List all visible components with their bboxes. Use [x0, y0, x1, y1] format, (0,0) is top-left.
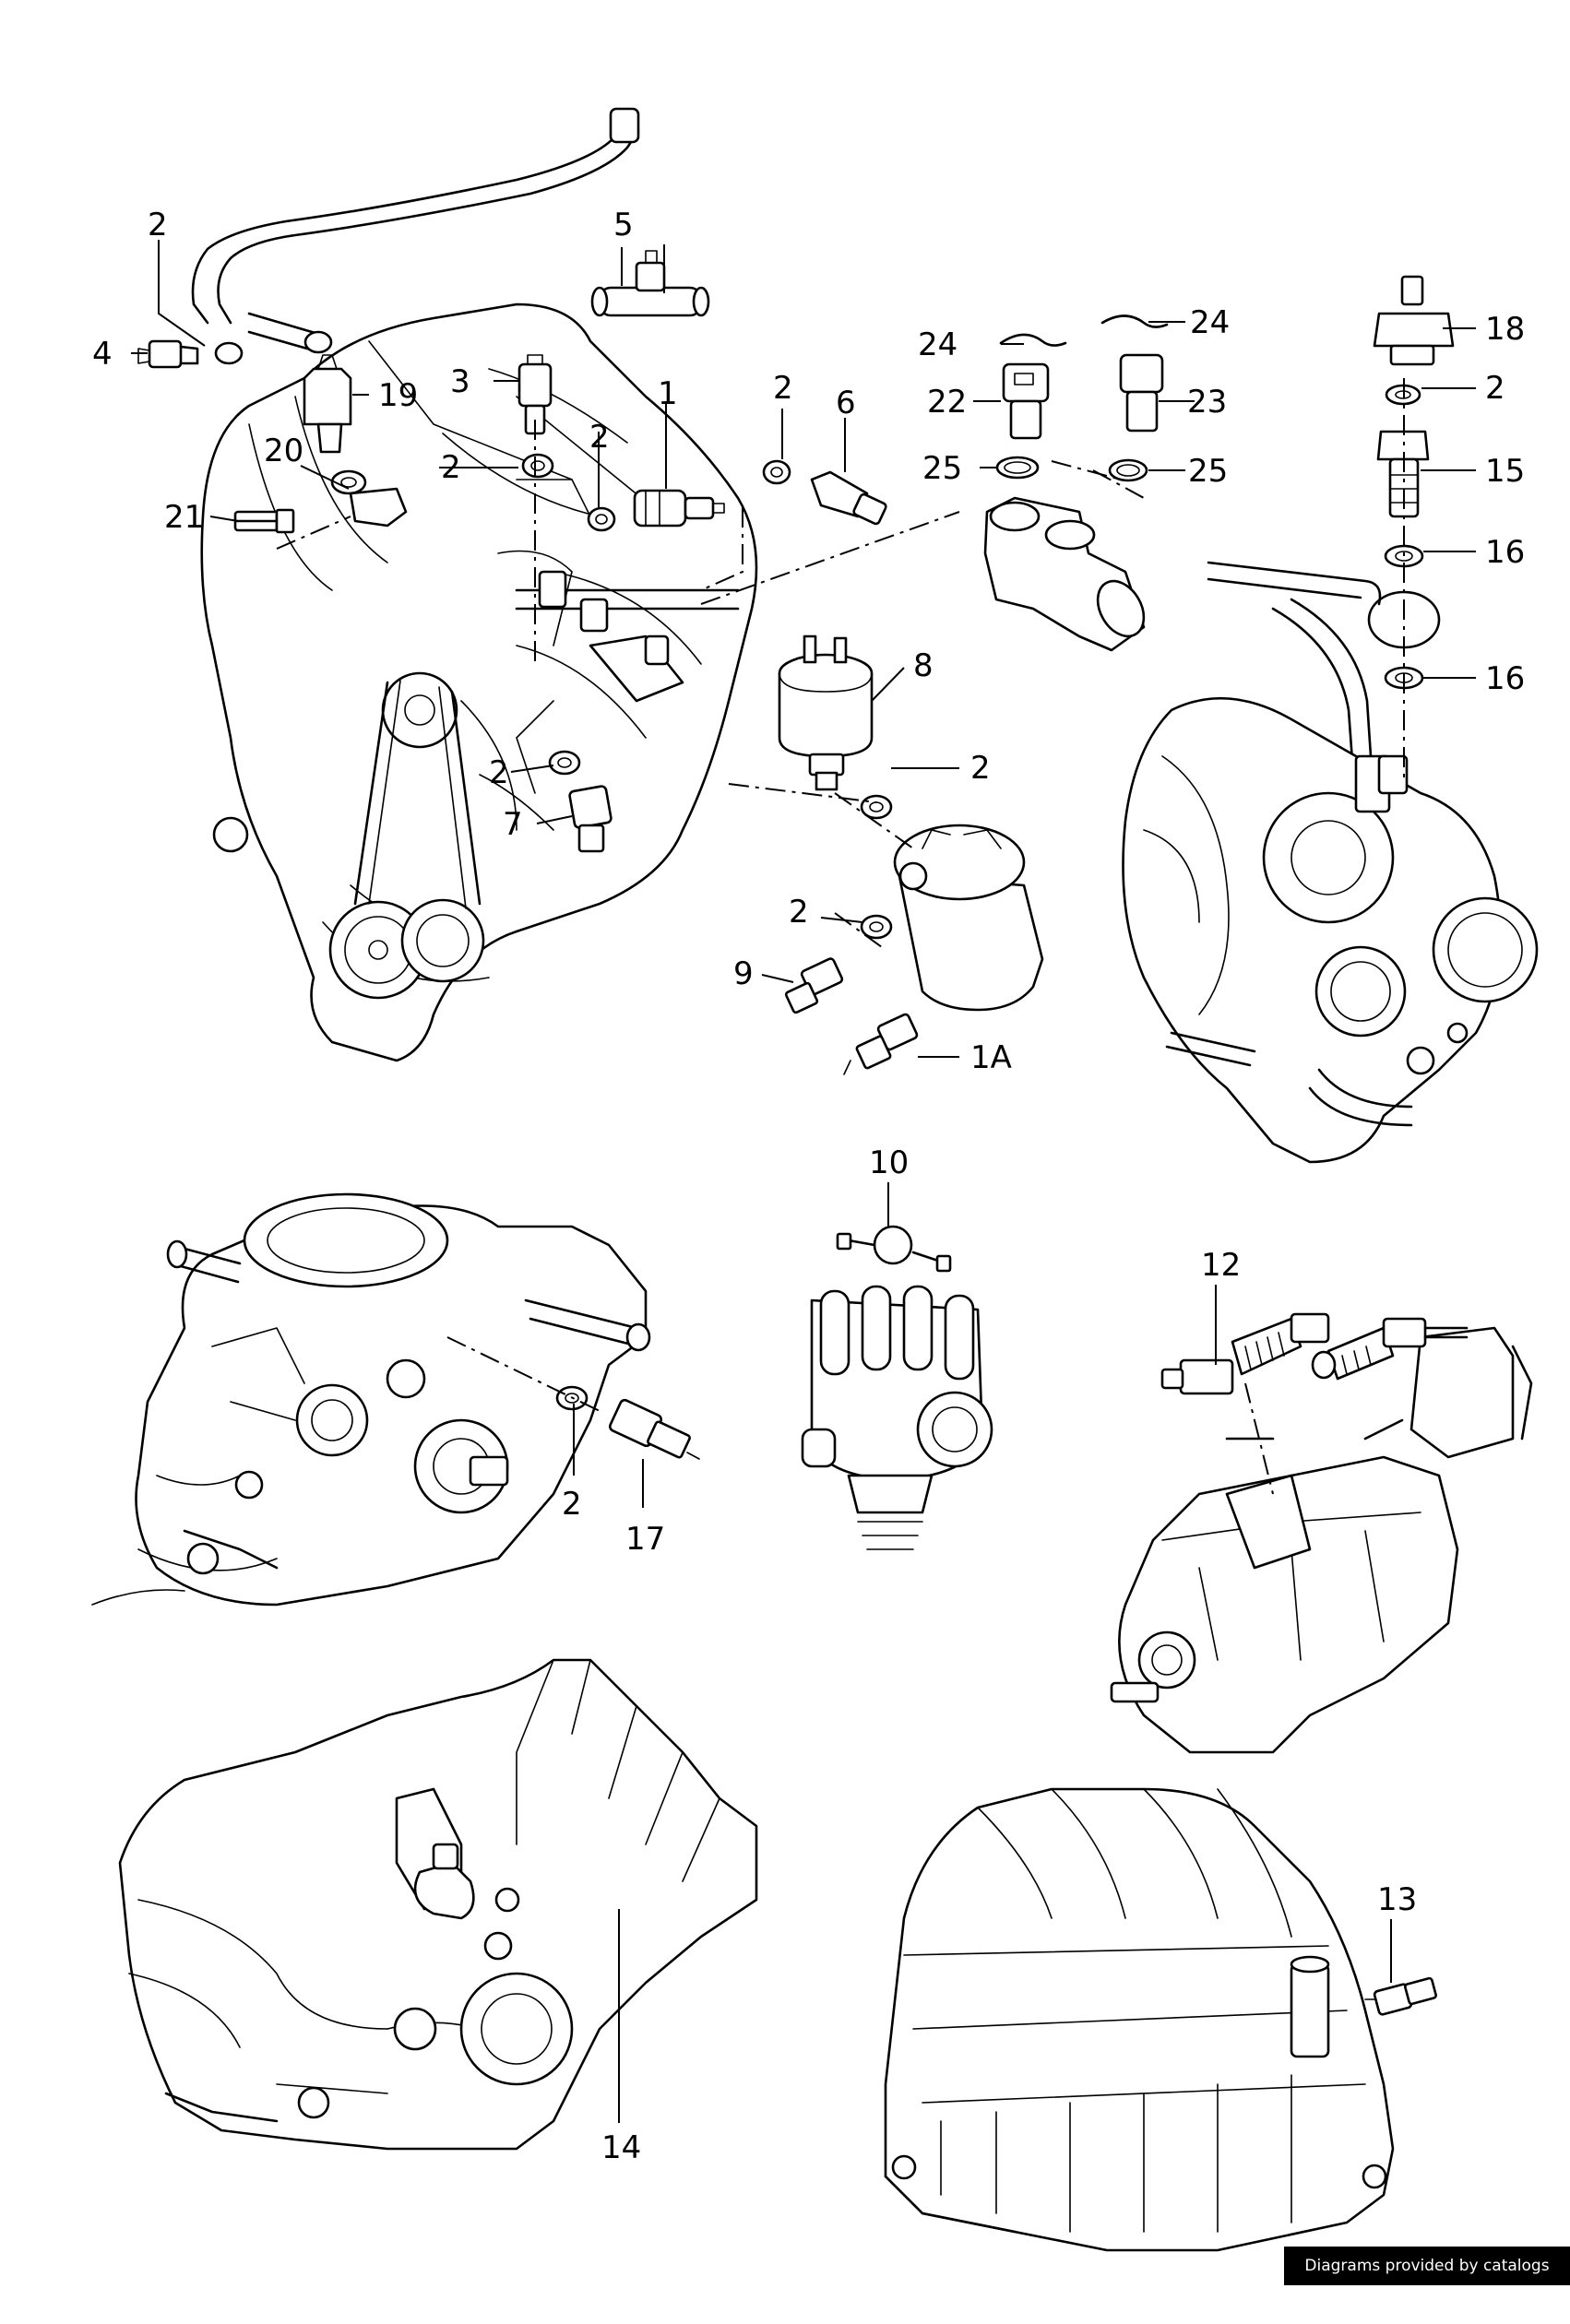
sensor-on-gearbox [413, 1843, 475, 1920]
callout-22: 22 [927, 384, 967, 421]
sensor-18 [1373, 275, 1455, 366]
washer-2-3 [521, 453, 554, 479]
callout-14: 14 [601, 2129, 641, 2166]
sensor-7 [568, 785, 613, 853]
callout-21: 21 [164, 499, 204, 536]
callout-4: 4 [92, 336, 113, 373]
callout-1a: 1A [970, 1039, 1012, 1076]
o-ring-25-left [995, 456, 1040, 480]
callout-2: 2 [773, 370, 793, 407]
callout-16: 16 [1485, 534, 1525, 571]
callout-3: 3 [450, 363, 470, 400]
sender-22 [1002, 362, 1050, 440]
turbocharger [1122, 696, 1539, 1164]
washer-2-8 [860, 794, 893, 820]
callout-2: 2 [489, 754, 509, 791]
switch-1a [843, 1013, 919, 1075]
callout-2: 2 [441, 449, 461, 486]
switch-9 [784, 957, 844, 1014]
callout-2: 2 [589, 419, 610, 456]
callout-16: 16 [1485, 660, 1525, 697]
callout-24: 24 [918, 326, 957, 363]
callout-9: 9 [733, 955, 754, 992]
injection-pump [1110, 1326, 1533, 1754]
sensor-1 [633, 489, 725, 528]
solenoid-12 [1160, 1312, 1330, 1395]
solenoid-12-second [1311, 1317, 1469, 1381]
bolt-21 [233, 508, 295, 534]
callout-17: 17 [625, 1521, 665, 1558]
callout-20: 20 [264, 433, 303, 469]
sender-8 [778, 634, 874, 791]
callout-15: 15 [1485, 453, 1525, 490]
sensor-19 [303, 354, 352, 454]
coolant-pipe [191, 107, 640, 354]
washer-2-mid [587, 506, 616, 532]
callout-7: 7 [503, 806, 523, 843]
callout-2: 2 [562, 1486, 582, 1523]
throttle-body [91, 1192, 651, 1607]
callout-19: 19 [378, 377, 418, 414]
sensor-6 [810, 470, 887, 526]
callout-25: 25 [1188, 453, 1228, 490]
callout-10: 10 [869, 1144, 909, 1181]
oil-filter [893, 824, 1044, 1012]
callout-12: 12 [1201, 1247, 1241, 1284]
callout-1: 1 [658, 375, 678, 412]
callout-13: 13 [1377, 1881, 1417, 1918]
washer-2-7 [548, 750, 581, 776]
callout-5: 5 [613, 207, 634, 243]
callout-2: 2 [1485, 370, 1505, 407]
callout-2: 2 [970, 750, 991, 787]
washer-2-6 [762, 459, 791, 485]
temperature-sender-4 [137, 339, 244, 369]
engine-block [200, 302, 758, 1062]
callout-2: 2 [789, 894, 809, 931]
transmission [884, 1787, 1395, 2252]
washer-2-9 [860, 914, 893, 940]
callout-2: 2 [148, 207, 168, 243]
leader-lines [131, 240, 1476, 2123]
washer-2-left [330, 469, 367, 495]
clip-24-left [999, 333, 1067, 347]
callout-18: 18 [1485, 311, 1525, 348]
credit-banner: Diagrams provided by catalogs parts [1284, 2247, 1570, 2314]
callout-25: 25 [922, 450, 962, 487]
sender-17 [608, 1398, 700, 1460]
sender-23 [1119, 353, 1164, 433]
callout-6: 6 [836, 385, 856, 421]
thermostat-housing [983, 496, 1146, 652]
t-piece-5 [590, 250, 710, 317]
bracket-20 [349, 487, 408, 528]
o-ring-25-right [1108, 458, 1148, 482]
switch-13 [1364, 1976, 1437, 2016]
clip-24-right [1100, 314, 1169, 328]
assembly-lines [276, 378, 1405, 1495]
distributor-10 [801, 1225, 993, 1550]
callout-23: 23 [1187, 384, 1227, 421]
callout-labels: 1 1A 2 2 2 2 2 2 2 2 2 2 3 4 5 6 7 8 9 1… [92, 207, 1525, 2166]
callout-8: 8 [913, 647, 934, 684]
callout-24: 24 [1190, 304, 1230, 341]
